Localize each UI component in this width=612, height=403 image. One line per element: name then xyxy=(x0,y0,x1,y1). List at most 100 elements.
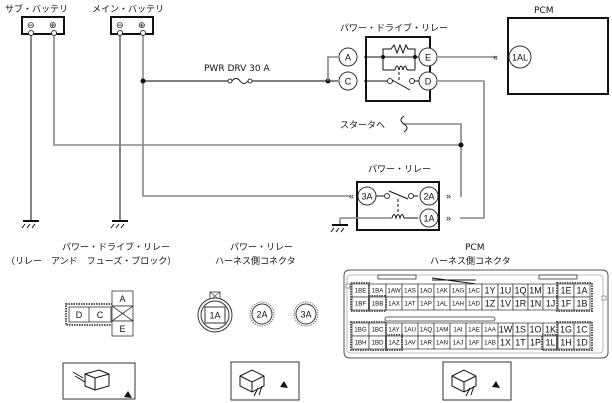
connector-view-icon xyxy=(62,362,136,400)
pcm-label: PCM xyxy=(534,6,553,16)
pr-connector-subtitle: ハーネス側コネクタ xyxy=(215,255,296,267)
junction-dot xyxy=(140,78,146,84)
pcm-terminal-label: 1BE xyxy=(355,288,367,295)
terminal-group-outline xyxy=(385,334,403,351)
pcm-terminal-label: 1Q xyxy=(514,286,526,296)
pr-pin-2a-face: 2A xyxy=(249,301,275,327)
pcm-terminal-label: 1W xyxy=(499,325,513,335)
pin-1al: « 1AL xyxy=(493,45,532,69)
pcm-terminal-label: 1M xyxy=(529,286,542,296)
pcm-terminal-label: 1BF xyxy=(355,301,367,308)
pcm-terminal-label: 1L xyxy=(545,338,555,348)
fuse-icon xyxy=(227,78,253,84)
pcm-terminal-label: 1AU xyxy=(404,327,416,334)
pcm-terminal-label: 1AI xyxy=(453,327,463,334)
pcm-terminal-label: 1AZ xyxy=(388,340,400,347)
terminal-group-outline xyxy=(556,282,593,312)
pin-label: 1A xyxy=(423,214,434,224)
pcm-terminal-label: 1G xyxy=(560,325,572,335)
pcm-terminal-label: 1AB xyxy=(484,340,496,347)
pin-2a: 2A xyxy=(419,186,439,206)
pcm-terminal-label: 1BC xyxy=(371,327,384,334)
pin-d: D xyxy=(418,71,438,91)
pcm-terminal-label: 1AQ xyxy=(420,327,433,334)
pcm-terminal-label: 1AK xyxy=(436,288,449,295)
pin-1a: 1A xyxy=(419,208,439,228)
pcm-terminal-label: 1AW xyxy=(387,288,400,295)
pdr-connector-title: パワー・ドライブ・リレー xyxy=(62,241,170,253)
pcm-terminal-label: 1A xyxy=(576,286,587,296)
pcm-terminal-label: 1O xyxy=(529,325,541,335)
pcm-terminal-label: 1BG xyxy=(354,327,367,334)
main-battery-label: メイン・バッテリ xyxy=(92,4,164,15)
pcm-box xyxy=(507,17,609,95)
pin-label: D xyxy=(425,77,432,87)
battery-negative-icon: ⊖ xyxy=(27,20,35,30)
battery-positive-icon: ⊕ xyxy=(138,20,146,30)
power-drive-relay-label: パワー・ドライブ・リレー xyxy=(340,22,448,34)
fuse-label: PWR DRV 30 A xyxy=(204,64,270,74)
pcm-terminal-label: 1E xyxy=(560,286,571,296)
pcm-terminal-label: 1AT xyxy=(405,301,416,308)
pcm-terminal-label: 1AL xyxy=(436,301,448,308)
ground-icon xyxy=(110,220,128,229)
pcm-terminal-label: 1AF xyxy=(468,340,480,347)
pcm-terminal-label: 1BD xyxy=(371,340,384,347)
connector-chevron-icon: « xyxy=(493,52,498,62)
pcm-terminal-label: 1BH xyxy=(354,340,366,347)
sub-battery: ⊖ ⊕ xyxy=(21,16,65,36)
pcm-connector-title: PCM xyxy=(465,243,484,253)
pcm-terminal-label: 1AV xyxy=(404,340,416,347)
power-relay xyxy=(339,181,440,231)
pr-connector-title: パワー・リレー xyxy=(230,242,293,253)
pcm-terminal-label: 1N xyxy=(530,299,542,309)
pcm-terminal-label: 1AA xyxy=(484,327,497,334)
pin-label: 1A xyxy=(209,311,220,321)
cell-d: D xyxy=(76,310,83,320)
pcm-terminal-label: 1AO xyxy=(420,288,433,295)
cell-c: C xyxy=(97,310,104,320)
wire-sub-positive xyxy=(53,36,461,146)
terminal-group-outline xyxy=(350,282,370,312)
pcm-terminal-label: 1AS xyxy=(404,288,416,295)
pcm-terminal-label: 1S xyxy=(515,325,526,335)
pcm-terminal-label: 1AP xyxy=(420,301,432,308)
connector-chevron-icon: » xyxy=(446,191,451,201)
power-drive-relay xyxy=(364,36,431,102)
pin-label: 2A xyxy=(423,192,434,202)
pcm-terminal-label: 1F xyxy=(561,299,572,309)
pcm-terminal-label: 1BA xyxy=(372,288,385,295)
cell-a: A xyxy=(119,294,125,304)
pcm-terminal-label: 1K xyxy=(545,325,556,335)
pdr-connector-face: D C A E xyxy=(65,290,134,337)
wire-d-to-1a xyxy=(438,80,485,219)
pcm-terminal-label: 1J xyxy=(546,299,556,309)
pin-label: 2A xyxy=(256,310,267,320)
battery-positive-icon: ⊕ xyxy=(49,20,57,30)
pcm-terminal-label: 1AG xyxy=(452,288,465,295)
pcm-terminal-label: 1X xyxy=(500,338,511,348)
wire-break-icon xyxy=(400,115,408,133)
battery-negative-icon: ⊖ xyxy=(116,20,124,30)
pcm-terminal-label: 1R xyxy=(515,299,527,309)
connector-chevron-icon: » xyxy=(446,213,451,223)
pin-e: E xyxy=(418,47,438,67)
wire-main-positive xyxy=(142,36,350,197)
pin-3a: 3A xyxy=(357,186,377,206)
pcm-terminal-label: 1AM xyxy=(436,327,449,334)
pin-label: C xyxy=(345,77,352,87)
power-relay-label: パワー・リレー xyxy=(368,164,431,175)
pcm-terminal-label: 1BB xyxy=(372,301,384,308)
connector-view-icon xyxy=(442,361,512,401)
terminal-group-outline xyxy=(368,295,387,312)
sub-battery-label: サブ・バッテリ xyxy=(5,3,68,15)
ground-icon xyxy=(21,220,39,229)
wire-2a-to-starter xyxy=(403,123,462,197)
connector-view-icon xyxy=(230,361,300,401)
pcm-terminal-label: 1T xyxy=(515,338,526,348)
pcm-terminal-label: 1U xyxy=(500,286,512,296)
terminal-group-outline xyxy=(556,321,593,351)
main-battery: ⊖ ⊕ xyxy=(110,16,154,36)
